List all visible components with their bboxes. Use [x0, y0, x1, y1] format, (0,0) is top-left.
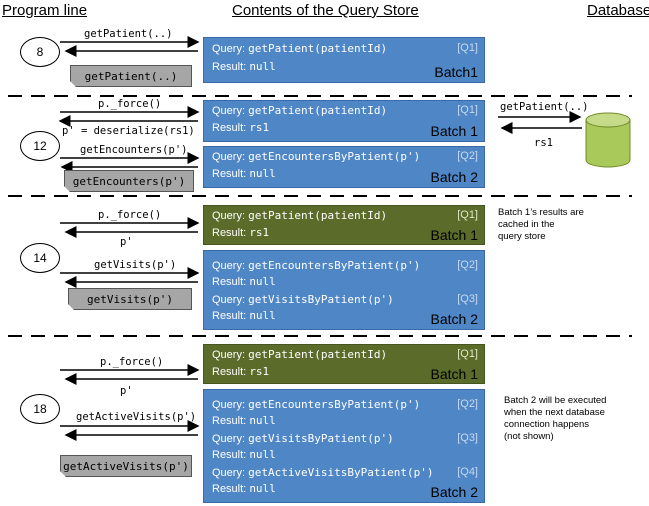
- p-label: p': [120, 385, 133, 397]
- result-prefix: Result:: [212, 415, 247, 427]
- batch-label: Batch 1: [430, 227, 478, 243]
- query-prefix: Query:: [212, 294, 246, 306]
- query-box-q1: Query: getPatient(patientId) [Q1] Result…: [203, 100, 485, 142]
- query-id: [Q2]: [457, 150, 478, 162]
- query-text: getPatient(patientId): [248, 209, 388, 222]
- batch-label: Batch 2: [430, 169, 478, 185]
- result-value: null: [249, 482, 276, 495]
- result-prefix: Result:: [212, 276, 247, 288]
- query-id: [Q3]: [457, 293, 478, 305]
- query-text: getEncountersByPatient(p'): [248, 398, 421, 411]
- program-line-number: 14: [20, 243, 60, 273]
- batch-label: Batch 1: [430, 366, 478, 382]
- batch2-note: Batch 2 will be executed when the next d…: [504, 395, 607, 442]
- result-prefix: Result:: [212, 366, 247, 378]
- batch-label: Batch 2: [430, 484, 478, 500]
- cached-query-box-q1: Query: getPatient(patientId) [Q1] Result…: [203, 344, 485, 384]
- cached-query-box-q1: Query: getPatient(patientId) [Q1] Result…: [203, 205, 485, 245]
- force-label: p._force(): [98, 98, 162, 110]
- query-prefix: Query:: [212, 260, 246, 272]
- deserialize-label: p' = deserialize(rs1): [62, 125, 195, 137]
- query-id: [Q1]: [457, 104, 478, 116]
- query-id: [Q2]: [457, 398, 478, 410]
- query-id: [Q2]: [457, 259, 478, 271]
- query-prefix: Query:: [212, 349, 246, 361]
- result-value: null: [249, 414, 276, 427]
- result-value: null: [249, 167, 276, 180]
- query-text: getEncountersByPatient(p'): [248, 259, 421, 272]
- query-prefix: Query:: [212, 210, 246, 222]
- call-label: getEncounters(p'): [80, 144, 188, 156]
- query-box-q2: Query: getEncountersByPatient(p') [Q2] R…: [203, 146, 485, 188]
- database-icon: [585, 112, 631, 168]
- call-label: getVisits(p'): [94, 259, 177, 271]
- p-label: p': [120, 236, 133, 248]
- result-prefix: Result:: [212, 61, 247, 73]
- query-prefix: Query:: [212, 151, 246, 163]
- program-line-header: Program line: [2, 2, 88, 19]
- query-text: getActiveVisitsByPatient(p'): [248, 466, 434, 479]
- query-id: [Q3]: [457, 432, 478, 444]
- return-tag: getEncounters(p'): [64, 170, 194, 192]
- query-prefix: Query:: [212, 467, 246, 479]
- force-label: p._force(): [100, 356, 164, 368]
- db-return-label: rs1: [534, 137, 553, 149]
- cache-note: Batch 1’s results are cached in the quer…: [498, 207, 584, 242]
- call-label: getActiveVisits(p'): [76, 411, 197, 423]
- query-id: [Q1]: [457, 209, 478, 221]
- result-prefix: Result:: [212, 483, 247, 495]
- query-id: [Q1]: [457, 348, 478, 360]
- query-text: getVisitsByPatient(p'): [248, 293, 394, 306]
- result-value: null: [249, 275, 276, 288]
- result-prefix: Result:: [212, 449, 247, 461]
- result-prefix: Result:: [212, 227, 247, 239]
- program-line-number: 18: [20, 394, 60, 424]
- batch-label: Batch1: [434, 64, 478, 80]
- result-value: null: [249, 448, 276, 461]
- result-value: rs1: [249, 121, 270, 134]
- query-prefix: Query:: [212, 43, 246, 55]
- db-send-label: getPatient(..): [500, 101, 589, 113]
- result-value: null: [249, 309, 276, 322]
- query-prefix: Query:: [212, 399, 246, 411]
- result-prefix: Result:: [212, 310, 247, 322]
- result-value: null: [249, 60, 276, 73]
- database-header: Database: [587, 2, 649, 19]
- result-value: rs1: [249, 365, 270, 378]
- batch-label: Batch 2: [430, 311, 478, 327]
- program-line-number: 8: [20, 37, 60, 67]
- force-label: p._force(): [98, 209, 162, 221]
- query-box-batch2: Query: getEncountersByPatient(p') [Q2] R…: [203, 250, 485, 330]
- query-box-q1: Query: getPatient(patientId) [Q1] Result…: [203, 37, 485, 83]
- query-text: getEncountersByPatient(p'): [248, 150, 421, 163]
- query-id: [Q1]: [457, 42, 478, 54]
- return-tag: getActiveVisits(p'): [60, 455, 192, 477]
- query-box-batch2: Query: getEncountersByPatient(p') [Q2] R…: [203, 389, 485, 503]
- result-value: rs1: [249, 226, 270, 239]
- result-prefix: Result:: [212, 168, 247, 180]
- query-prefix: Query:: [212, 433, 246, 445]
- query-text: getPatient(patientId): [248, 42, 388, 55]
- query-id: [Q4]: [457, 466, 478, 478]
- program-line-number: 12: [20, 131, 60, 161]
- call-label: getPatient(..): [84, 28, 173, 40]
- query-text: getPatient(patientId): [248, 104, 388, 117]
- return-tag: getPatient(..): [70, 65, 192, 87]
- return-tag: getVisits(p'): [68, 288, 192, 310]
- query-text: getVisitsByPatient(p'): [248, 432, 394, 445]
- query-text: getPatient(patientId): [248, 348, 388, 361]
- result-prefix: Result:: [212, 122, 247, 134]
- batch-label: Batch 1: [430, 123, 478, 139]
- query-store-header: Contents of the Query Store: [232, 2, 419, 19]
- query-prefix: Query:: [212, 105, 246, 117]
